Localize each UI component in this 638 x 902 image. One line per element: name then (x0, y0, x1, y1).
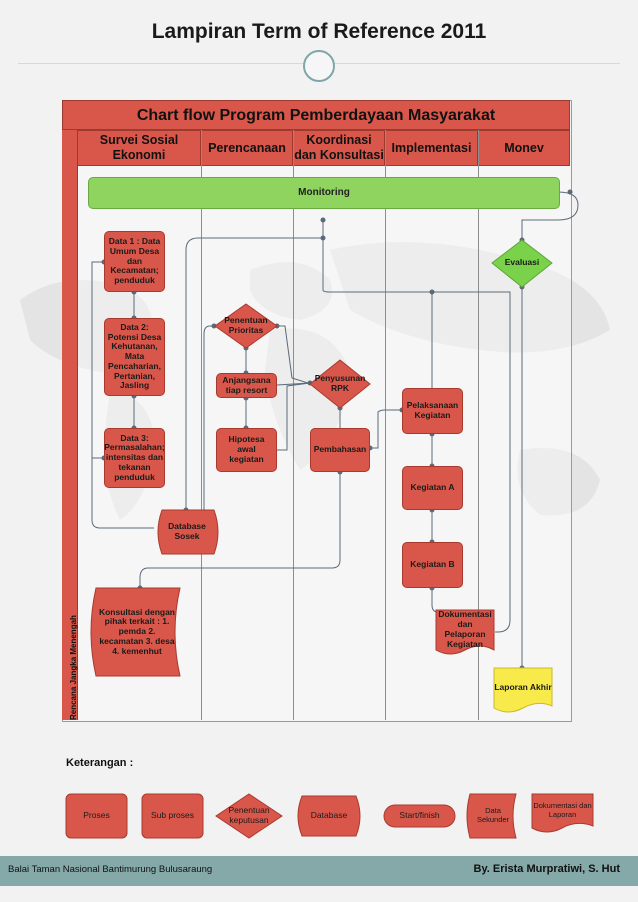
side-bar (62, 130, 78, 720)
penentuan-prioritas-shape (214, 303, 278, 349)
konsultasi-shape (90, 587, 181, 677)
kegiatan-b-node: Kegiatan B (402, 542, 463, 588)
legend-datasekunder-label: Data Sekunder (476, 806, 510, 824)
konsultasi-label: Konsultasi dengan pihak terkait : 1. pem… (98, 606, 176, 656)
legend-datasekunder-shape (466, 793, 517, 839)
legend-database-shape (297, 795, 361, 837)
legend-database-label: Database (310, 810, 348, 821)
penyusunan-rpk-shape (309, 359, 371, 409)
footer-bar (0, 856, 638, 886)
page-title: Lampiran Term of Reference 2011 (151, 20, 487, 43)
legend-dokumentasi-label: Dokumentasi dan Laporan (533, 801, 592, 819)
penentuan-prioritas-label: Penentuan Prioritas (224, 315, 268, 335)
legend-proses-label: Proses (83, 810, 110, 821)
laporan-akhir-label: Laporan Akhir (494, 682, 552, 693)
dokumentasi-shape (435, 609, 495, 655)
circle-ornament (303, 50, 335, 82)
lane-divider (385, 130, 386, 720)
lane-header-monev: Monev (478, 130, 570, 166)
lane-divider (293, 130, 294, 720)
dokumentasi-label: Dokumentasi dan Pelaporan Kegiatan (438, 609, 492, 649)
pembahasan-node: Pembahasan (310, 428, 370, 472)
data-1-node: Data 1 : Data Umum Desa dan Kecamatan; p… (104, 231, 165, 292)
legend-keputusan-label: Penentuan keputusan (228, 805, 270, 825)
legend-subproses-shape (141, 793, 204, 839)
lane-header-survei: Survei Sosial Ekonomi (77, 130, 201, 166)
pelaksanaan-node: Pelaksanaan Kegiatan (402, 388, 463, 434)
data-2-node: Data 2: Potensi Desa Kehutanan, Mata Pen… (104, 318, 165, 396)
legend-title: Keterangan : (66, 757, 134, 769)
footer-author: By. Erista Murpratiwi, S. Hut (473, 863, 621, 875)
data-3-node: Data 3: Permasalahan; intensitas dan tek… (104, 428, 165, 488)
legend-subproses-label: Sub proses (151, 810, 194, 821)
legend-keputusan-shape (215, 793, 283, 839)
monitoring-bar: Monitoring (88, 177, 560, 209)
legend-startfinish-shape (383, 804, 456, 828)
penyusunan-rpk-label: Penyusunan RPK (314, 373, 366, 393)
evaluasi-shape (491, 239, 553, 288)
lane-header-implementasi: Implementasi (385, 130, 478, 166)
laporan-akhir-shape (493, 667, 553, 713)
hipotesa-node: Hipotesa awal kegiatan (216, 428, 277, 472)
chart-title: Chart flow Program Pemberdayaan Masyarak… (62, 100, 570, 130)
legend-proses-shape (65, 793, 128, 839)
database-sosek-label: Database Sosek (168, 521, 206, 541)
lane-header-perencanaan: Perencanaan (201, 130, 293, 166)
database-sosek-shape (157, 509, 219, 555)
anjangsana-node: Anjangsana tiap resort (216, 373, 277, 398)
footer-organization: Balai Taman Nasional Bantimurung Bulusar… (8, 864, 213, 875)
lane-header-koordinasi: Koordinasi dan Konsultasi (293, 130, 385, 166)
lane-divider (201, 130, 202, 720)
legend-startfinish-label: Start/finish (399, 810, 440, 821)
evaluasi-label: Evaluasi (504, 257, 540, 268)
lane-divider (478, 130, 479, 720)
legend-dokumentasi-shape (531, 793, 594, 833)
kegiatan-a-node: Kegiatan A (402, 466, 463, 510)
